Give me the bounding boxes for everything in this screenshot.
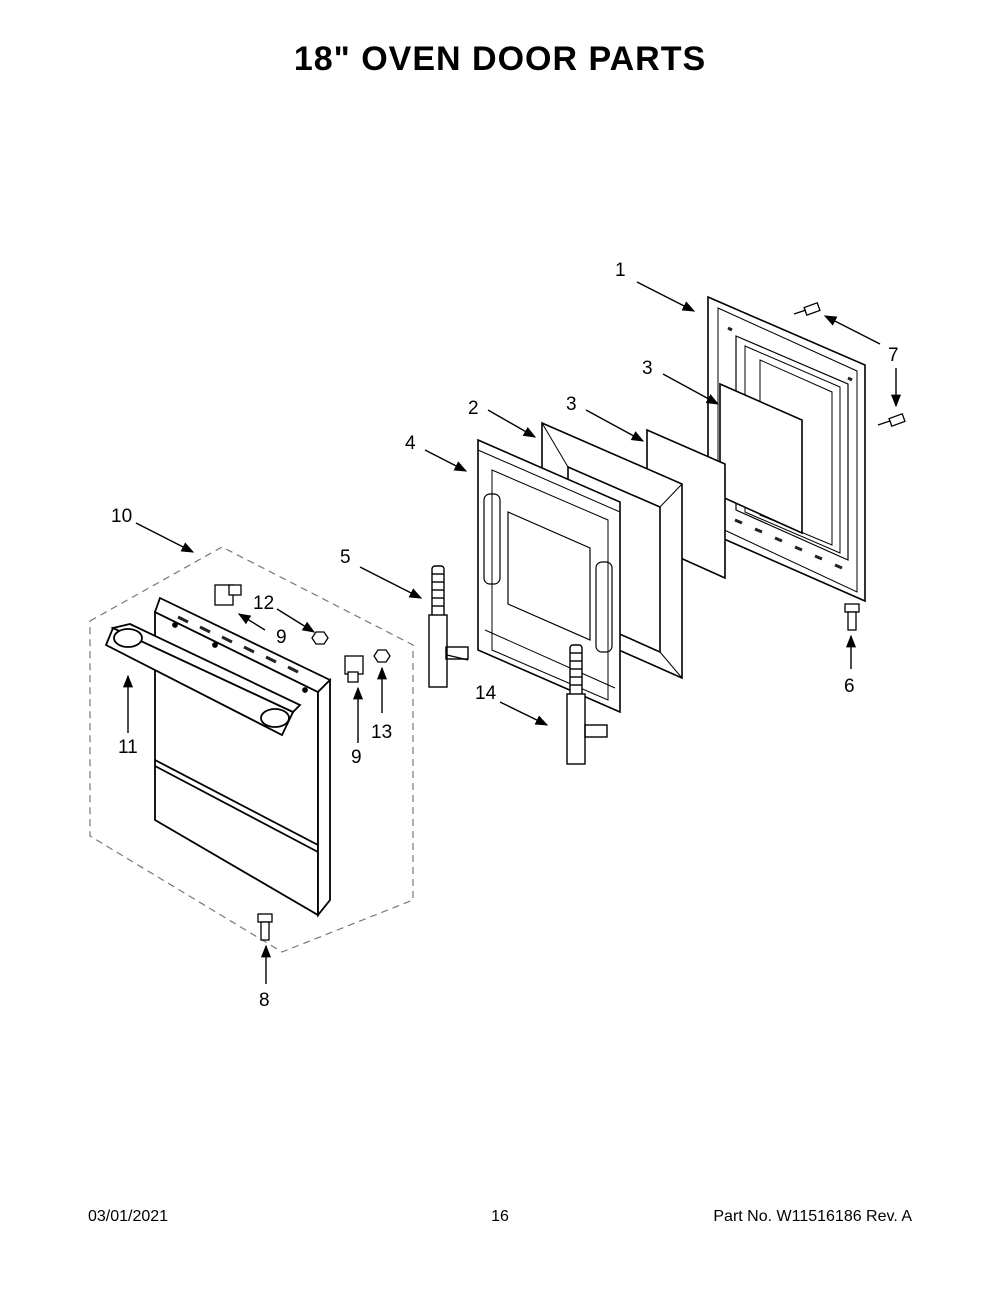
- part-7-screw-right: [877, 413, 906, 427]
- callout-5: 5: [340, 547, 351, 568]
- callout-13: 13: [371, 722, 392, 743]
- callout-11: 11: [118, 737, 138, 758]
- part-11-handle: [104, 623, 302, 737]
- footer-page-number: 16: [491, 1208, 509, 1225]
- callout-4: 4: [405, 433, 416, 454]
- footer-part-number: Part No. W11516186 Rev. A: [713, 1208, 912, 1225]
- part-8-screw: [257, 913, 273, 941]
- callout-8: 8: [259, 990, 270, 1011]
- callout-6: 6: [844, 676, 855, 697]
- part-10-assembly-outline: [89, 546, 414, 953]
- callout-9-lower: 9: [351, 747, 362, 768]
- callout-7: 7: [888, 345, 899, 366]
- callout-3-rear: 3: [642, 358, 653, 379]
- callout-12: 12: [253, 593, 274, 614]
- part-13-nut: [373, 649, 391, 663]
- callout-9-upper: 9: [276, 627, 287, 648]
- part-14-right-hinge: [566, 644, 608, 765]
- callout-2: 2: [468, 398, 479, 419]
- callout-3-middle: 3: [566, 394, 577, 415]
- footer-date: 03/01/2021: [88, 1208, 169, 1225]
- callout-14: 14: [475, 683, 497, 704]
- part-12-nut: [311, 631, 329, 645]
- outer-door-panel: [153, 596, 332, 918]
- callout-1: 1: [615, 260, 626, 281]
- page-title: 18" OVEN DOOR PARTS: [293, 40, 707, 78]
- part-5-left-hinge: [428, 565, 469, 688]
- callout-10: 10: [111, 506, 132, 527]
- part-6-screw: [844, 603, 860, 631]
- part-7-screw-upper: [793, 302, 821, 316]
- part-3-rear-glass: [719, 382, 803, 535]
- part-4-inner-frame: [477, 438, 621, 714]
- part-9-clip-upper: [214, 584, 242, 606]
- part-9-clip-lower: [344, 655, 364, 683]
- leader-arrows: [122, 281, 902, 984]
